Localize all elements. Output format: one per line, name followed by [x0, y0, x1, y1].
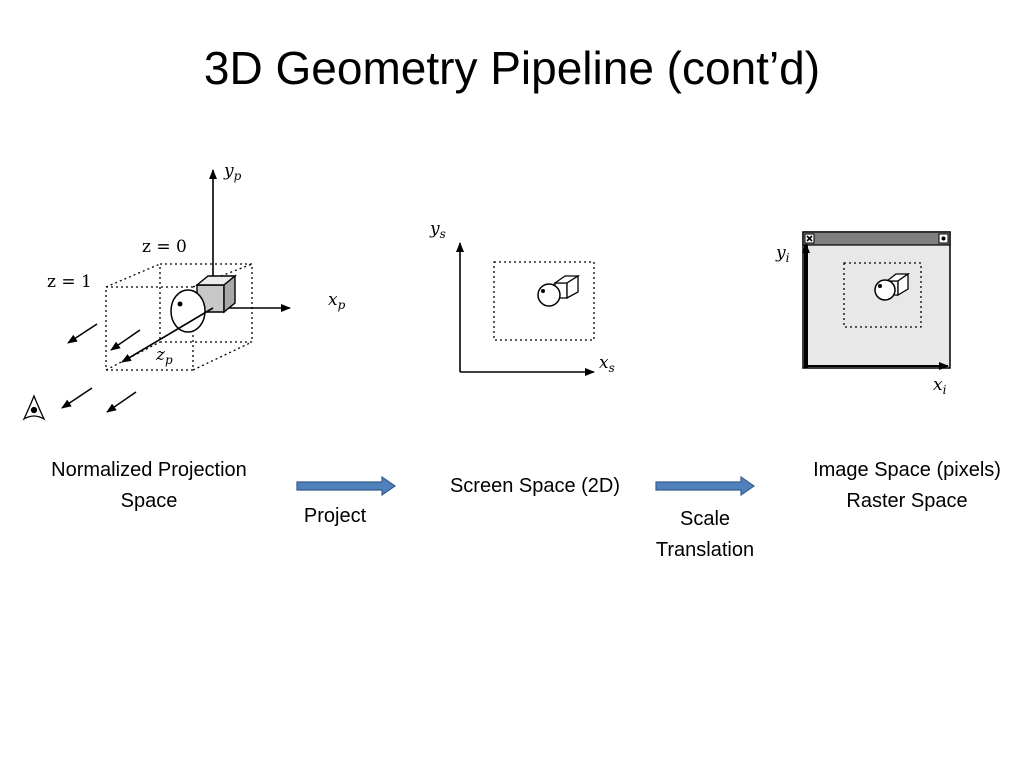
scale-label-line2: Translation [655, 539, 755, 561]
ys-axis-label: ys [429, 219, 446, 241]
window-close-icon [806, 235, 813, 242]
xi-axis-label: xi [933, 375, 947, 397]
screen-sphere-object [537, 283, 561, 307]
screen-space-diagram: ys xs [429, 219, 615, 376]
yp-axis-label: yp [223, 161, 242, 183]
plane-near-label: z = 0 [142, 237, 187, 257]
normalized-projection-diagram: yp xp zp z = 0 z = 1 [22, 161, 346, 421]
screen-cube-object [552, 274, 581, 300]
sphere-object [170, 289, 206, 333]
zp-axis [121, 307, 214, 363]
screen-space-caption: Screen Space (2D) [420, 471, 650, 502]
normalized-space-caption: Normalized Projection Space [24, 455, 274, 517]
image-caption-line1: Image Space (pixels) [813, 459, 1001, 481]
scale-translation-label: Scale Translation [630, 504, 780, 566]
plane-far-label: z = 1 [47, 272, 92, 292]
project-arrow [296, 475, 397, 497]
image-space-caption: Image Space (pixels) Raster Space [794, 455, 1020, 517]
view-direction-arrows [61, 323, 141, 413]
screen-caption-text: Screen Space (2D) [449, 475, 621, 497]
cube-object [195, 274, 237, 314]
zp-axis-label: zp [155, 345, 173, 367]
image-caption-line2: Raster Space [846, 490, 968, 512]
normalized-caption-line1: Normalized Projection [51, 459, 247, 481]
xs-axis-label: xs [599, 353, 615, 375]
project-label-text: Project [303, 505, 367, 527]
scale-translation-arrow [655, 475, 756, 497]
window-titlebar [802, 231, 951, 246]
image-sphere-object [874, 279, 896, 301]
screen-viewport-rect [493, 261, 595, 341]
scale-label-line1: Scale [679, 508, 731, 530]
window-maximize-icon [941, 236, 946, 241]
image-space-diagram: yi xi [775, 231, 951, 397]
raster-window [802, 231, 951, 369]
image-viewport-rect [843, 262, 922, 328]
normalized-caption-line2: Space [120, 490, 178, 512]
project-label: Project [280, 501, 390, 532]
yi-axis-label: yi [775, 243, 790, 265]
eye-icon [22, 394, 46, 421]
slide-title: 3D Geometry Pipeline (cont’d) [203, 42, 821, 94]
xp-axis-label: xp [328, 290, 346, 312]
